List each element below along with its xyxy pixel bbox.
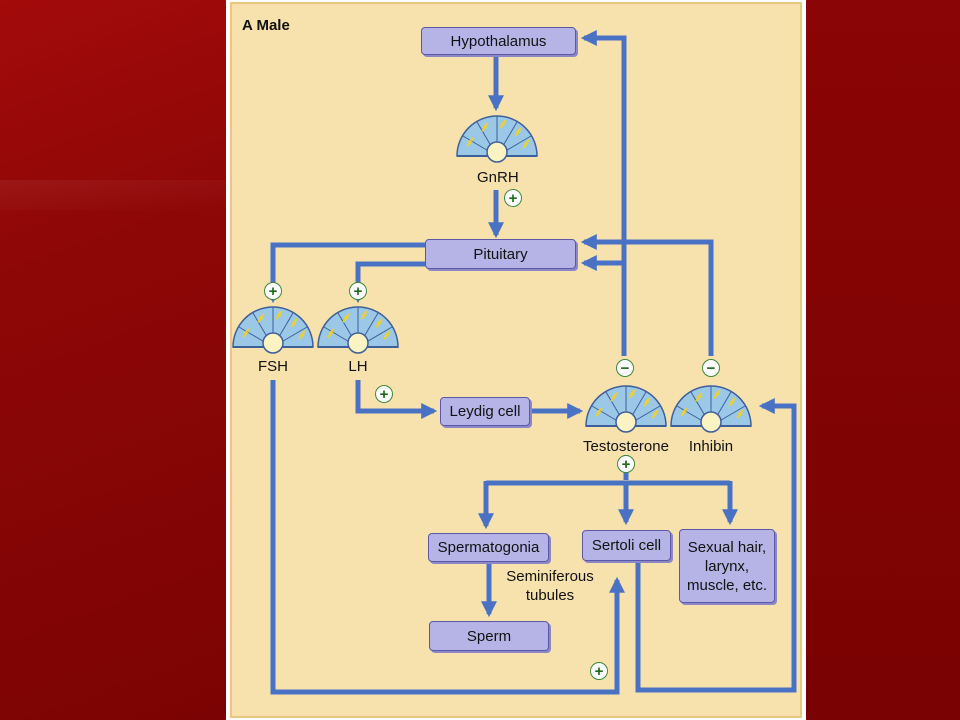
leydig-cell-box: Leydig cell bbox=[440, 397, 530, 426]
slide-background-band bbox=[0, 180, 226, 210]
arrow-pituitary-to-lh bbox=[349, 261, 426, 304]
gnrh-receptor-icon bbox=[456, 115, 538, 163]
positive-sign-lh: + bbox=[349, 282, 367, 300]
pituitary-box: Pituitary bbox=[425, 239, 576, 269]
negative-sign-testosterone: − bbox=[616, 359, 634, 377]
sexual-hair-box: Sexual hair, larynx, muscle, etc. bbox=[679, 529, 775, 603]
inhibin-receptor-icon bbox=[670, 385, 752, 433]
positive-sign-gnrh: + bbox=[504, 189, 522, 207]
panel-title: A Male bbox=[242, 17, 290, 34]
positive-sign-fsh-sertoli: + bbox=[590, 662, 608, 680]
sertoli-cell-box: Sertoli cell bbox=[582, 530, 671, 561]
fsh-receptor-icon bbox=[232, 306, 314, 354]
arrow-inhibin-to-pituitary bbox=[580, 233, 714, 356]
slide-background-left bbox=[0, 0, 226, 720]
negative-sign-inhibin: − bbox=[702, 359, 720, 377]
lh-receptor-icon bbox=[317, 306, 399, 354]
fsh-label: FSH bbox=[258, 358, 288, 375]
testosterone-receptor-icon bbox=[585, 385, 667, 433]
arrow-lh-to-leydig bbox=[355, 380, 438, 420]
seminiferous-tubules-label: Seminiferous tubules bbox=[506, 568, 594, 604]
hypothalamus-box: Hypothalamus bbox=[421, 27, 576, 55]
lh-label: LH bbox=[348, 358, 368, 375]
positive-sign-fsh: + bbox=[264, 282, 282, 300]
arrow-pituitary-to-fsh bbox=[264, 242, 426, 304]
arrow-sertoli-to-inhibin bbox=[635, 397, 797, 693]
slide-background-right bbox=[806, 0, 960, 720]
gnrh-label: GnRH bbox=[477, 169, 519, 186]
inhibin-label: Inhibin bbox=[688, 438, 734, 455]
arrow-fsh-to-sertoli bbox=[270, 380, 626, 695]
positive-sign-leydig: + bbox=[375, 385, 393, 403]
arrow-testosterone-to-hypothalamus bbox=[580, 29, 627, 356]
testosterone-label: Testosterone bbox=[583, 438, 669, 455]
positive-sign-testosterone-output: + bbox=[617, 455, 635, 473]
sperm-box: Sperm bbox=[429, 621, 549, 651]
spermatogonia-box: Spermatogonia bbox=[428, 533, 549, 562]
